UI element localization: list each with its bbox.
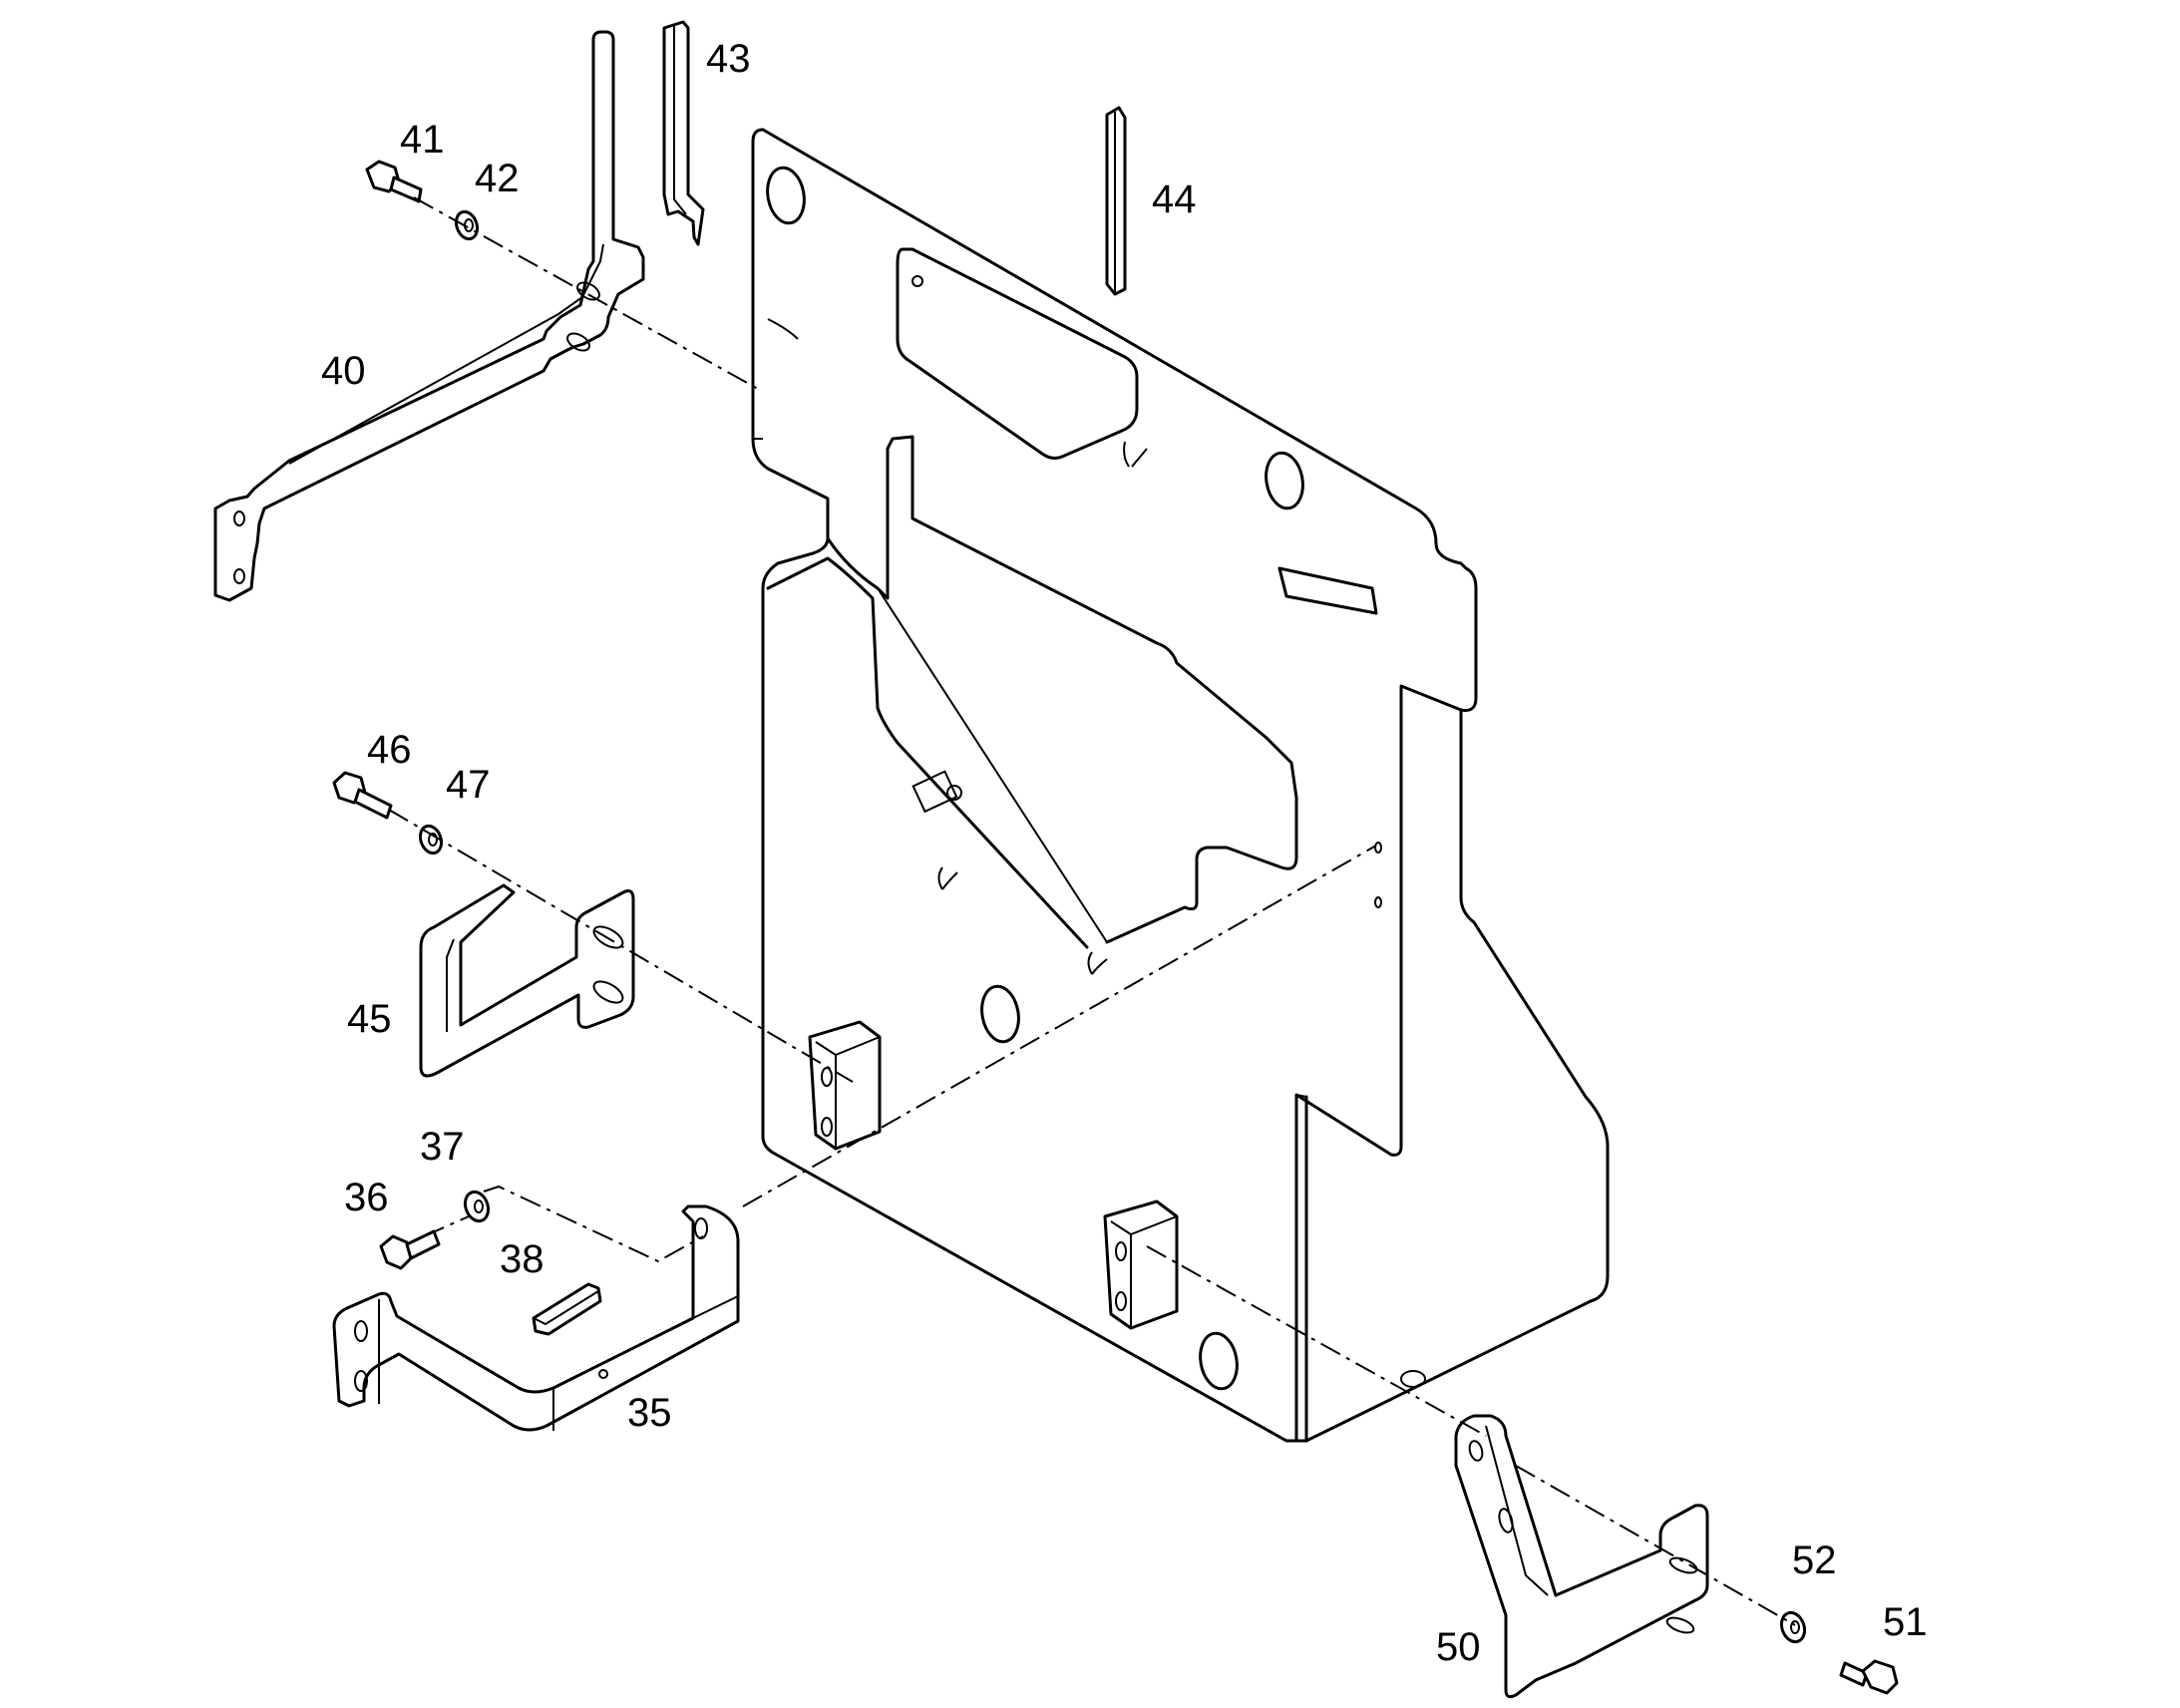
callout-51: 51 (1883, 1600, 1928, 1644)
callout-41: 41 (400, 118, 445, 162)
callout-47: 47 (446, 763, 491, 807)
washer-37 (463, 1190, 491, 1223)
callout-52: 52 (1792, 1538, 1837, 1582)
strip-43 (662, 20, 705, 246)
spacer-block-upper (808, 1020, 882, 1151)
callout-36: 36 (344, 1176, 389, 1219)
washer-52 (1779, 1610, 1807, 1644)
callout-38: 38 (500, 1237, 545, 1281)
bolt-51 (1839, 1659, 1899, 1695)
bracket-40 (213, 30, 645, 602)
callout-50: 50 (1436, 1625, 1481, 1669)
bracket-50 (1454, 1414, 1709, 1699)
main-mounting-plate (751, 128, 1610, 1443)
callout-46: 46 (367, 728, 412, 772)
washer-42 (454, 209, 480, 241)
washer-47 (418, 824, 444, 855)
callout-40: 40 (321, 349, 366, 393)
callout-43: 43 (706, 37, 751, 81)
assembly-lines (388, 196, 1796, 1626)
strip-44 (1105, 106, 1127, 296)
spacer-block-lower (1103, 1199, 1179, 1330)
bolt-46 (332, 771, 393, 820)
callout-37: 37 (420, 1125, 465, 1169)
callout-44: 44 (1152, 177, 1197, 221)
bolt-36 (379, 1229, 441, 1270)
bracket-45 (419, 883, 635, 1078)
callout-42: 42 (475, 157, 520, 200)
callout-45: 45 (347, 997, 392, 1041)
clip-38 (532, 1282, 602, 1336)
bracket-35 (332, 1204, 740, 1432)
bolt-41 (365, 160, 423, 203)
callout-35: 35 (627, 1391, 672, 1435)
callouts: 41 42 43 44 40 46 47 45 37 36 38 35 52 5… (321, 37, 1928, 1669)
